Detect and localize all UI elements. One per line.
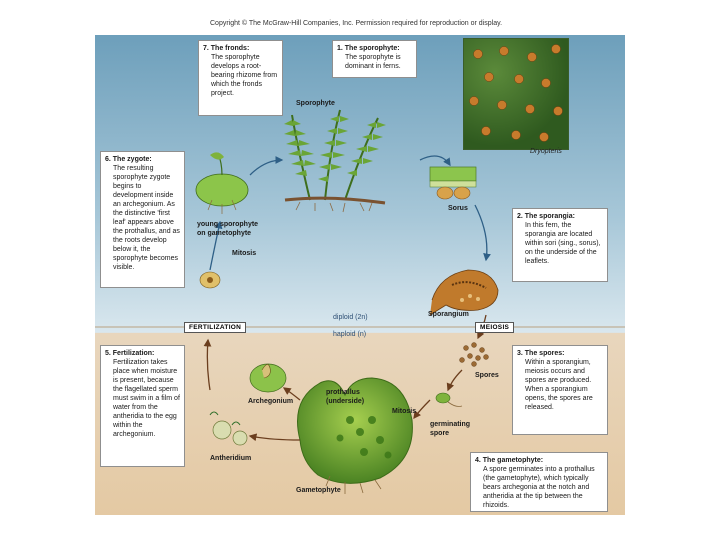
germinating-spore-label: germinating spore bbox=[430, 420, 472, 438]
haploid-label: haploid (n) bbox=[333, 331, 366, 338]
gametophyte-label: Gametophyte bbox=[296, 487, 341, 494]
mitosis-label-top: Mitosis bbox=[232, 250, 256, 257]
sporangium-label: Sporangium bbox=[428, 311, 469, 318]
prothallus-label: prothallus (underside) bbox=[326, 388, 374, 406]
sporophyte-illustration bbox=[284, 110, 386, 212]
dryopteris-photo bbox=[463, 38, 569, 150]
sporophyte-text: The sporophyte is dominant in ferns. bbox=[337, 53, 412, 71]
fronds-box: 7. The fronds: The sporophyte develops a… bbox=[198, 40, 283, 116]
fronds-text: The sporophyte develops a root-bearing r… bbox=[203, 53, 278, 98]
archegonium-illustration bbox=[250, 364, 286, 392]
sporangia-text: In this fern, the sporangia are located … bbox=[517, 221, 603, 266]
photo-caption: Dryopteris bbox=[530, 148, 562, 155]
zygote-box: 6. The zygote: The resulting sporophyte … bbox=[100, 151, 185, 288]
gametophyte-title: 4. The gametophyte: bbox=[475, 456, 603, 465]
spores-box: 3. The spores: Within a sporangium, meio… bbox=[512, 345, 608, 435]
mitosis-label-bottom: Mitosis bbox=[392, 408, 416, 415]
zygote-title: 6. The zygote: bbox=[105, 155, 180, 164]
sporangia-title: 2. The sporangia: bbox=[517, 212, 603, 221]
sporangium-illustration bbox=[430, 270, 498, 315]
fertilization-text: Fertilization takes place when moisture … bbox=[105, 358, 180, 439]
gametophyte-box: 4. The gametophyte: A spore germinates i… bbox=[470, 452, 608, 512]
germinating-spore-illustration bbox=[436, 393, 462, 407]
spores-label: Spores bbox=[475, 372, 499, 379]
archegonium-label: Archegonium bbox=[248, 398, 293, 405]
diploid-label: diploid (2n) bbox=[333, 314, 368, 321]
zygote-text: The resulting sporophyte zygote begins t… bbox=[105, 164, 180, 272]
antheridium-label: Antheridium bbox=[210, 455, 251, 462]
spores-text: Within a sporangium, meiosis occurs and … bbox=[517, 358, 603, 412]
gametophyte-text: A spore germinates into a prothallus (th… bbox=[475, 465, 603, 510]
fertilization-tag: FERTILIZATION bbox=[184, 322, 246, 333]
young-sporophyte-label: young sporophyte on gametophyte bbox=[197, 220, 263, 238]
sporophyte-title: 1. The sporophyte: bbox=[337, 44, 412, 53]
young-sporophyte-illustration bbox=[196, 152, 248, 214]
sporophyte-box: 1. The sporophyte: The sporophyte is dom… bbox=[332, 40, 417, 78]
sorus-label: Sorus bbox=[448, 205, 468, 212]
fertilization-box: 5. Fertilization: Fertilization takes pl… bbox=[100, 345, 185, 467]
fertilization-title: 5. Fertilization: bbox=[105, 349, 180, 358]
antheridium-illustration bbox=[210, 412, 247, 445]
fronds-title: 7. The fronds: bbox=[203, 44, 278, 53]
sporangia-box: 2. The sporangia: In this fern, the spor… bbox=[512, 208, 608, 282]
zygote-illustration bbox=[200, 272, 220, 288]
sorus-illustration bbox=[430, 167, 476, 199]
meiosis-tag: MEIOSIS bbox=[475, 322, 514, 333]
sporophyte-label: Sporophyte bbox=[296, 100, 335, 107]
spores-title: 3. The spores: bbox=[517, 349, 603, 358]
spores-illustration bbox=[460, 343, 489, 367]
